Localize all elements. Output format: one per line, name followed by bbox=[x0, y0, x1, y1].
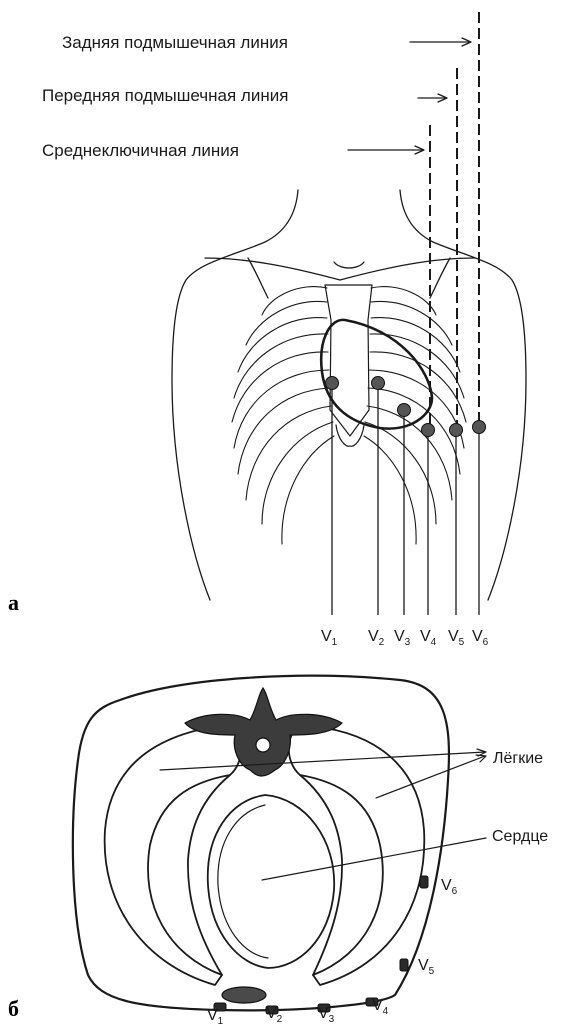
lead-leader-lines bbox=[332, 383, 479, 615]
midclavicular-label: Среднеключичная линия bbox=[42, 141, 239, 160]
left-shoulder-crease bbox=[248, 258, 268, 298]
panel-a: Задняя подмышечная линия Передняя подмыш… bbox=[8, 12, 526, 648]
lead-b-label-v6: V6 bbox=[441, 877, 458, 897]
lead-b-label-v2: V2 bbox=[266, 1005, 283, 1025]
right-lung-outline bbox=[289, 725, 425, 985]
sternum-section bbox=[222, 987, 266, 1003]
left-lung-medial-border bbox=[188, 775, 230, 975]
electrode-v3 bbox=[398, 404, 411, 417]
lead-label-v2: V2 bbox=[368, 628, 385, 648]
lead-label-v6: V6 bbox=[472, 628, 489, 648]
clavicles bbox=[205, 258, 475, 280]
electrode-v1 bbox=[326, 377, 339, 390]
lead-b-label-v4: V4 bbox=[372, 997, 389, 1017]
lead-label-v4: V4 bbox=[420, 628, 437, 648]
lead-labels-a: V1 V2 V3 V4 V5 V6 bbox=[321, 628, 489, 648]
posterior-axillary-label: Задняя подмышечная линия bbox=[62, 33, 288, 52]
right-lung bbox=[289, 725, 425, 985]
heart-label: Сердце bbox=[492, 828, 548, 845]
electrode-b-v5 bbox=[400, 959, 408, 971]
panel-a-label: а bbox=[8, 590, 19, 615]
electrode-b-v6 bbox=[420, 876, 428, 888]
electrode-v2 bbox=[372, 377, 385, 390]
lungs-pointer-right bbox=[376, 756, 485, 798]
lead-b-label-v5: V5 bbox=[418, 957, 435, 977]
vertebra bbox=[185, 688, 342, 776]
lungs-label: Лёгкие bbox=[493, 750, 543, 767]
reference-lines bbox=[430, 12, 479, 430]
lead-label-v3: V3 bbox=[394, 628, 411, 648]
right-lung-medial-border bbox=[300, 775, 342, 975]
heart-section-outline bbox=[208, 795, 334, 968]
heart-outline bbox=[321, 320, 432, 429]
ribs-right bbox=[364, 287, 466, 544]
lungs-pointer-left bbox=[160, 752, 485, 770]
vertebra-body bbox=[185, 688, 342, 776]
heart-pointer bbox=[262, 838, 486, 880]
torso-outline bbox=[172, 190, 526, 600]
electrode-v6 bbox=[473, 421, 486, 434]
ribs-left bbox=[232, 287, 334, 544]
label-arrows bbox=[348, 38, 471, 154]
electrode-v4 bbox=[422, 424, 435, 437]
electrode-v5 bbox=[450, 424, 463, 437]
lead-label-v5: V5 bbox=[448, 628, 465, 648]
panel-b: Лёгкие Сердце V1 V2 V3 V4 V5 V6 bbox=[8, 676, 548, 1026]
sternal-notch bbox=[334, 262, 364, 268]
panel-b-label: б bbox=[8, 996, 19, 1021]
lead-label-v1: V1 bbox=[321, 628, 338, 648]
spinal-canal bbox=[256, 738, 270, 752]
pericardium-line bbox=[218, 805, 268, 958]
anterior-axillary-label: Передняя подмышечная линия bbox=[42, 86, 288, 105]
right-shoulder-crease bbox=[430, 258, 450, 298]
